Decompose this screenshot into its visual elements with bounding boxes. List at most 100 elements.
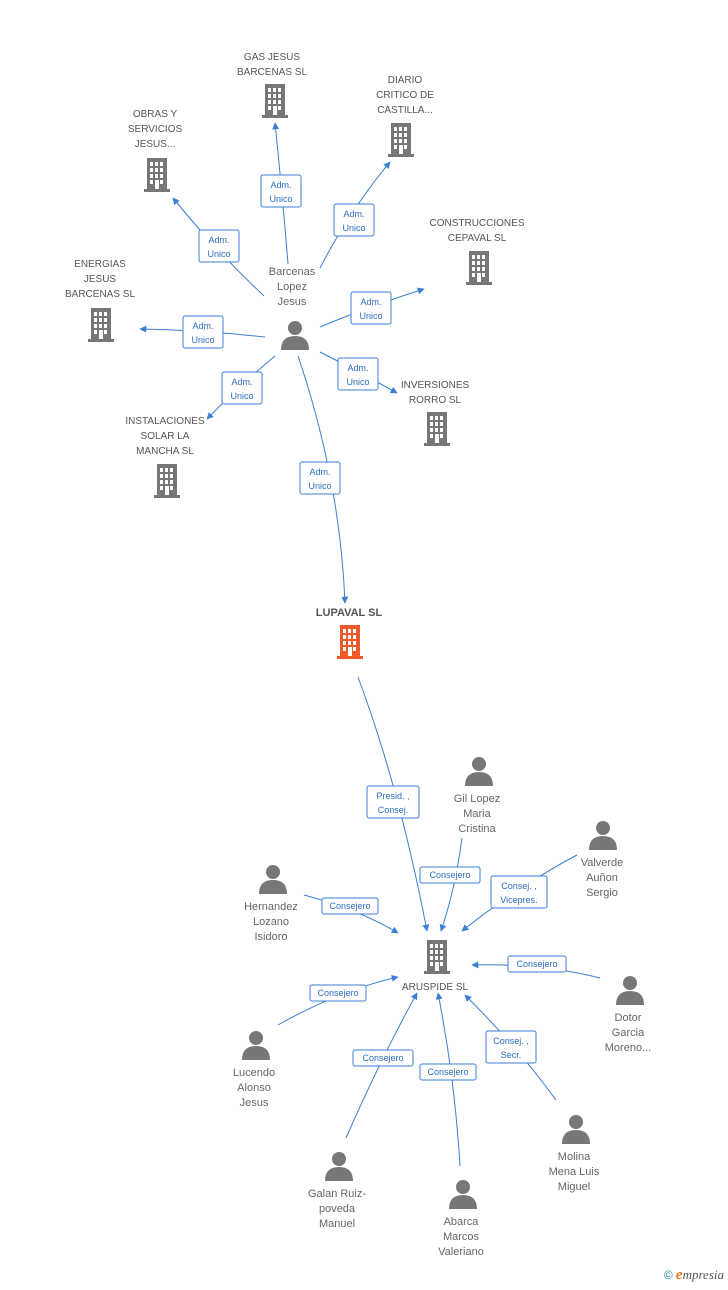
role-label: Unico	[207, 249, 230, 259]
copyright-symbol: ©	[663, 1268, 673, 1282]
empresia-logo: © empresia	[664, 1267, 724, 1284]
node-label-line: Lozano	[253, 916, 289, 928]
node-obras[interactable]: OBRAS Y SERVICIOS JESUS...	[128, 109, 183, 192]
role-badge-gil-aruspide: Consejero	[419, 866, 481, 884]
node-label-line: JESUS...	[135, 139, 176, 150]
node-label-line: Galan Ruiz-	[308, 1188, 366, 1200]
building-icon	[337, 625, 363, 659]
node-aruspide[interactable]: ARUSPIDE SL	[402, 940, 469, 993]
node-label-line: poveda	[319, 1203, 356, 1215]
node-label-line: Lucendo	[233, 1067, 275, 1079]
building-icon	[262, 84, 288, 118]
node-label-line: CASTILLA...	[377, 105, 433, 116]
person-icon	[562, 1115, 590, 1144]
node-label-line: Valverde	[581, 857, 624, 869]
role-label: Secr.	[501, 1050, 522, 1060]
role-label: Adm.	[208, 235, 229, 245]
node-label-line: Moreno...	[605, 1042, 651, 1054]
role-badge-barcenas-construcciones: Adm. Unico	[350, 291, 392, 325]
node-label-line: Lopez	[277, 281, 307, 293]
role-badge-molina-aruspide: Consej. , Secr.	[485, 1030, 537, 1064]
node-label-line: Barcenas	[269, 266, 316, 278]
node-lupaval[interactable]: LUPAVAL SL	[316, 607, 383, 659]
role-badge-lupaval-aruspide: Presid. , Consej.	[366, 785, 420, 819]
node-label-line: GAS JESUS	[244, 52, 300, 63]
role-label: Unico	[346, 377, 369, 387]
person-icon	[281, 321, 309, 350]
node-label-line: Dotor	[615, 1012, 642, 1024]
role-label: Presid. ,	[376, 791, 409, 801]
role-badge-barcenas-instalaciones: Adm.Unico	[221, 371, 263, 405]
node-label-line: Valeriano	[438, 1246, 484, 1258]
node-label-line: Molina	[558, 1151, 591, 1163]
node-label-line: Gil Lopez	[454, 793, 500, 805]
building-icon	[424, 412, 450, 446]
node-label-line: Mena Luis	[549, 1166, 600, 1178]
node-label-line: Maria	[463, 808, 491, 820]
node-label-line: ENERGIAS	[74, 259, 126, 270]
person-icon	[616, 976, 644, 1005]
role-label: Consej. ,	[493, 1036, 529, 1046]
node-label-line: ARUSPIDE SL	[402, 982, 469, 993]
role-badge-hernandez-aruspide: Consejero	[321, 897, 379, 915]
brand-name: mpresia	[682, 1267, 724, 1282]
node-label-line: LUPAVAL SL	[316, 607, 383, 619]
node-label-line: Isidoro	[254, 931, 287, 943]
person-icon	[259, 865, 287, 894]
node-label-line: Jesus	[278, 296, 307, 308]
role-label: Adm.	[360, 297, 381, 307]
node-label-line: Marcos	[443, 1231, 480, 1243]
role-badge-galan-aruspide: Consejero	[352, 1049, 414, 1067]
role-badge-barcenas-diario: Adm.Unico	[333, 203, 375, 237]
building-icon	[144, 158, 170, 192]
node-label-line: INSTALACIONES	[125, 416, 205, 427]
person-icon	[465, 757, 493, 786]
role-label: Unico	[308, 481, 331, 491]
node-label-line: OBRAS Y	[133, 109, 178, 120]
node-dotor[interactable]: DotorGarciaMoreno...	[605, 976, 651, 1054]
node-label-line: SERVICIOS	[128, 124, 183, 135]
node-label-line: DIARIO	[388, 75, 423, 86]
role-badge-barcenas-gas: Adm.Unico	[260, 174, 302, 208]
role-badge-barcenas-obras: Adm. Unico	[198, 229, 240, 263]
node-label-line: JESUS	[84, 274, 117, 285]
role-badge-barcenas-lupaval: Adm. Unico	[299, 461, 341, 495]
role-label: Unico	[359, 311, 382, 321]
role-label: Adm.	[309, 467, 330, 477]
brand-initial: e	[675, 1267, 683, 1283]
role-label: Consejero	[429, 870, 470, 880]
node-label-line: Garcia	[612, 1027, 645, 1039]
role-label: Adm.	[343, 209, 364, 219]
person-icon	[449, 1180, 477, 1209]
node-label-line: CONSTRUCCIONES	[429, 218, 524, 229]
role-label: Consej.	[378, 805, 409, 815]
role-label: Unico	[269, 194, 292, 204]
node-label-line: MANCHA SL	[136, 446, 194, 457]
role-label: Vicepres.	[500, 895, 537, 905]
role-label: Consejero	[317, 988, 358, 998]
role-label: Adm.	[231, 377, 252, 387]
person-icon	[325, 1152, 353, 1181]
node-label-line: Cristina	[458, 823, 496, 835]
node-label-line: Abarca	[444, 1216, 480, 1228]
building-icon	[88, 308, 114, 342]
building-icon	[466, 251, 492, 285]
node-label-line: Auñon	[586, 872, 618, 884]
node-label-line: Manuel	[319, 1218, 355, 1230]
person-icon	[589, 821, 617, 850]
